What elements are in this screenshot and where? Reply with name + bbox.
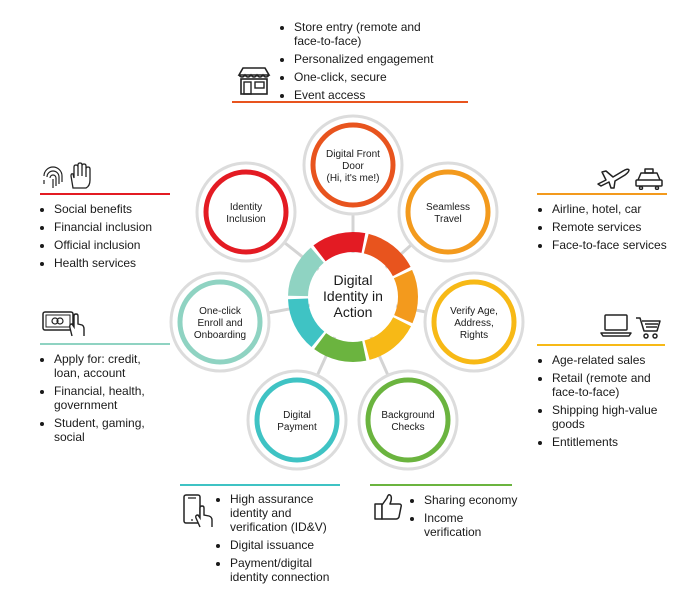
center-disc — [309, 253, 397, 341]
list-item: Social benefits — [54, 202, 180, 216]
node-label-line: Enroll and — [197, 318, 242, 329]
panel-bottom-left-rule — [180, 484, 340, 486]
node-label-line: Digital — [283, 410, 311, 421]
panel-top-rule — [232, 101, 468, 103]
phone-tap-icon — [182, 494, 214, 533]
node-color-ring — [203, 169, 289, 255]
panel-right-mid-rule — [537, 344, 665, 346]
node-label-line: Seamless — [426, 202, 470, 213]
thumbs-up-icon — [374, 493, 404, 526]
ring-segment — [288, 247, 325, 297]
list-item: Entitlements — [552, 435, 668, 449]
list-item: Health services — [54, 256, 180, 270]
list-item: Age-related sales — [552, 353, 668, 367]
list-item: Event access — [294, 88, 450, 102]
panel-right-top-rule — [537, 193, 667, 195]
list-item: Shipping high-value goods — [552, 403, 668, 431]
panel-left-mid: Apply for: credit, loan, account Financi… — [40, 352, 168, 448]
plane-taxi-icon — [596, 160, 666, 195]
panel-left-top-rule — [40, 193, 170, 195]
panel-top: Store entry (remote and face-to-face) Pe… — [280, 20, 450, 106]
panel-bottom-right: Sharing economy Income verification — [410, 493, 520, 543]
node-label-line: One-click — [199, 306, 242, 317]
list-item: Income verification — [424, 511, 520, 539]
node-label-line: Identity — [230, 202, 262, 213]
list-item: Student, gaming, social — [54, 416, 168, 444]
list-item: Digital issuance — [230, 538, 346, 552]
list-item: Payment/digital identity connection — [230, 556, 346, 584]
panel-right-top: Airline, hotel, car Remote services Face… — [538, 202, 688, 256]
node-label-line: (Hi, it's me!) — [326, 173, 379, 184]
node-label-line: Digital Front — [326, 149, 380, 160]
panel-left-mid-rule — [40, 343, 170, 345]
list-item: One-click, secure — [294, 70, 450, 84]
fingerprint-hand-icon — [40, 162, 92, 195]
node-label-line: Door — [342, 161, 364, 172]
ring-segment — [363, 233, 411, 277]
storefront-icon — [236, 66, 272, 101]
node-label-line: Background — [381, 410, 434, 421]
list-item: Financial, health, government — [54, 384, 168, 412]
node-verify-age: Verify Age,Address,Rights — [423, 271, 525, 373]
node-color-ring — [405, 169, 491, 255]
list-item: Airline, hotel, car — [552, 202, 688, 216]
ring-segment — [288, 298, 325, 348]
node-color-ring — [431, 279, 517, 365]
ring-segment — [364, 316, 412, 360]
center-label-line: Identity in — [323, 288, 383, 304]
ring-segment — [393, 269, 418, 324]
node-color-ring — [177, 279, 263, 365]
node-color-ring — [310, 122, 396, 208]
panel-bottom-right-rule — [370, 484, 512, 486]
list-item: Face-to-face services — [552, 238, 688, 252]
node-label-line: Travel — [434, 214, 461, 225]
card-hand-icon — [42, 308, 86, 343]
ring-segment — [314, 332, 367, 362]
list-item: Financial inclusion — [54, 220, 180, 234]
node-color-ring — [365, 377, 451, 463]
list-item: Personalized engagement — [294, 52, 450, 66]
node-color-ring — [254, 377, 340, 463]
list-item: High assurance identity and verification… — [230, 492, 346, 534]
node-label-line: Rights — [460, 330, 488, 341]
panel-right-mid: Age-related sales Retail (remote and fac… — [538, 353, 668, 453]
list-item: Official inclusion — [54, 238, 180, 252]
panel-left-top: Social benefits Financial inclusion Offi… — [40, 202, 180, 274]
laptop-cart-icon — [600, 312, 662, 345]
ring-segment — [313, 232, 366, 262]
list-item: Retail (remote and face-to-face) — [552, 371, 668, 399]
center-label-line: Action — [334, 304, 373, 320]
center-label-line: Digital — [334, 272, 373, 288]
node-label-line: Inclusion — [226, 214, 265, 225]
center-ring — [288, 232, 418, 362]
node-label-line: Payment — [277, 422, 317, 433]
list-item: Apply for: credit, loan, account — [54, 352, 168, 380]
list-item: Sharing economy — [424, 493, 520, 507]
node-label-line: Onboarding — [194, 330, 246, 341]
node-label-line: Checks — [391, 422, 424, 433]
list-item: Store entry (remote and face-to-face) — [294, 20, 450, 48]
list-item: Remote services — [552, 220, 688, 234]
node-label-line: Address, — [454, 318, 493, 329]
node-label-line: Verify Age, — [450, 306, 498, 317]
panel-bottom-left: High assurance identity and verification… — [216, 492, 346, 588]
